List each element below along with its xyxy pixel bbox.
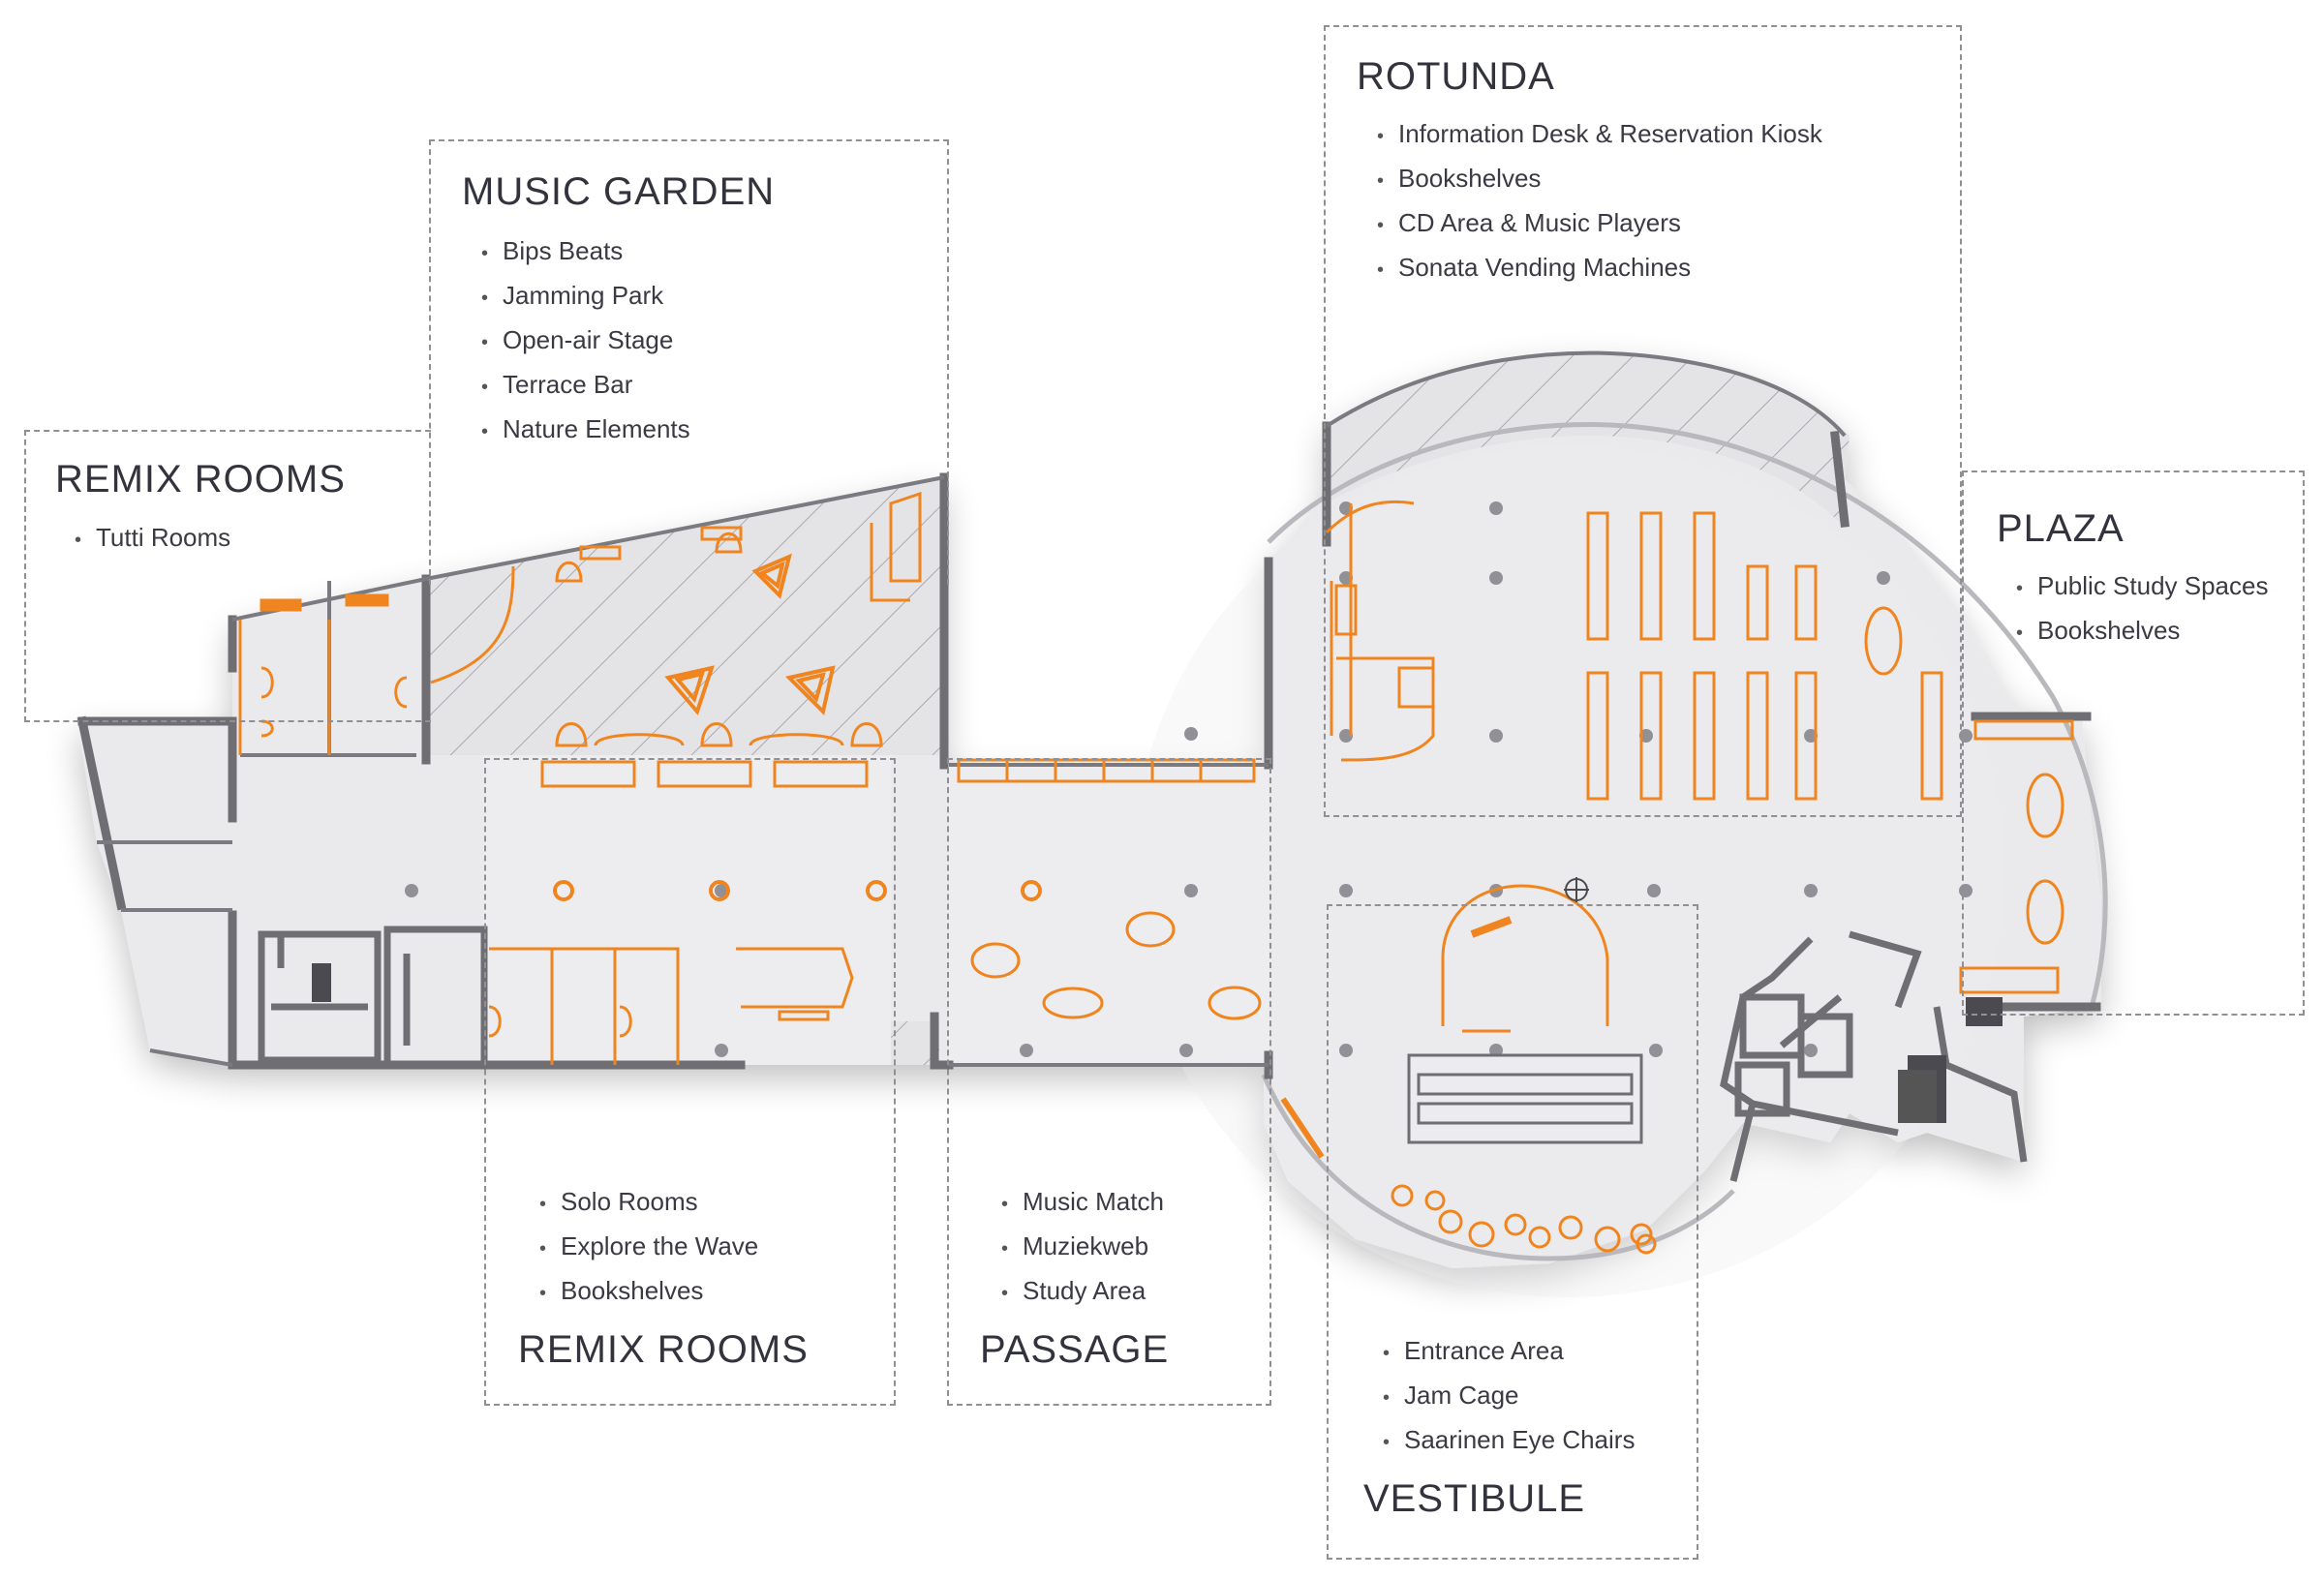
- zone-list-vestibule: Entrance Area Jam Cage Saarinen Eye Chai…: [1383, 1330, 1635, 1464]
- zone-title-passage: PASSAGE: [980, 1328, 1170, 1371]
- list-item: Study Area: [1001, 1270, 1164, 1315]
- lamp-dots: [553, 880, 1042, 901]
- list-item: Bookshelves: [539, 1270, 758, 1315]
- service-rooms-west: [258, 926, 488, 1069]
- escalator: [1407, 1053, 1643, 1144]
- zone-title-plaza: PLAZA: [1997, 507, 2125, 550]
- rotunda-curve: [1267, 422, 2108, 1008]
- zone-box-plaza: [1962, 471, 2305, 1016]
- zone-box-passage: [947, 758, 1271, 1406]
- list-item: Information Desk & Reservation Kiosk: [1377, 113, 1822, 158]
- zone-list-music-garden: Bips Beats Jamming Park Open-air Stage T…: [481, 230, 690, 453]
- vestibule-curve: [1261, 1074, 1735, 1261]
- list-item: Bips Beats: [481, 230, 690, 275]
- list-item: Music Match: [1001, 1181, 1164, 1226]
- zone-box-remix-rooms-top: [24, 430, 431, 722]
- list-item: CD Area & Music Players: [1377, 202, 1822, 247]
- zone-title-remix-rooms-bottom: REMIX ROOMS: [518, 1328, 809, 1371]
- list-item: Terrace Bar: [481, 364, 690, 409]
- list-item: Muziekweb: [1001, 1226, 1164, 1270]
- list-item: Nature Elements: [481, 409, 690, 453]
- list-item: Open-air Stage: [481, 319, 690, 364]
- zone-list-remix-rooms-top: Tutti Rooms: [75, 517, 230, 562]
- zone-list-rotunda: Information Desk & Reservation Kiosk Boo…: [1377, 113, 1822, 291]
- list-item: Entrance Area: [1383, 1330, 1635, 1375]
- stair-block-west: [312, 963, 331, 1002]
- zone-box-vestibule: [1327, 904, 1698, 1560]
- list-item: Sonata Vending Machines: [1377, 247, 1822, 291]
- service-core-east: [1720, 930, 2028, 1182]
- zone-title-music-garden: MUSIC GARDEN: [462, 170, 776, 213]
- zone-list-passage: Music Match Muziekweb Study Area: [1001, 1181, 1164, 1315]
- zone-title-remix-rooms-top: REMIX ROOMS: [55, 458, 346, 501]
- entrance-marker-icon: [1564, 877, 1589, 902]
- zone-box-rotunda: [1324, 25, 1962, 817]
- list-item: Explore the Wave: [539, 1226, 758, 1270]
- zone-list-remix-rooms-bottom: Solo Rooms Explore the Wave Bookshelves: [539, 1181, 758, 1315]
- list-item: Bookshelves: [2016, 610, 2268, 654]
- list-item: Bookshelves: [1377, 158, 1822, 202]
- list-item: Tutti Rooms: [75, 517, 230, 562]
- list-item: Jamming Park: [481, 275, 690, 319]
- list-item: Jam Cage: [1383, 1375, 1635, 1419]
- zone-box-music-garden: [429, 139, 949, 585]
- zone-title-rotunda: ROTUNDA: [1357, 55, 1555, 98]
- zone-title-vestibule: VESTIBULE: [1363, 1477, 1586, 1520]
- elevator-east: [1898, 1070, 1937, 1123]
- zone-box-remix-rooms-bottom: [484, 758, 896, 1406]
- list-item: Solo Rooms: [539, 1181, 758, 1226]
- thin-walls: [97, 350, 1847, 1067]
- list-item: Public Study Spaces: [2016, 565, 2268, 610]
- furniture: [238, 491, 2074, 1255]
- list-item: Saarinen Eye Chairs: [1383, 1419, 1635, 1464]
- zone-list-plaza: Public Study Spaces Bookshelves: [2016, 565, 2268, 654]
